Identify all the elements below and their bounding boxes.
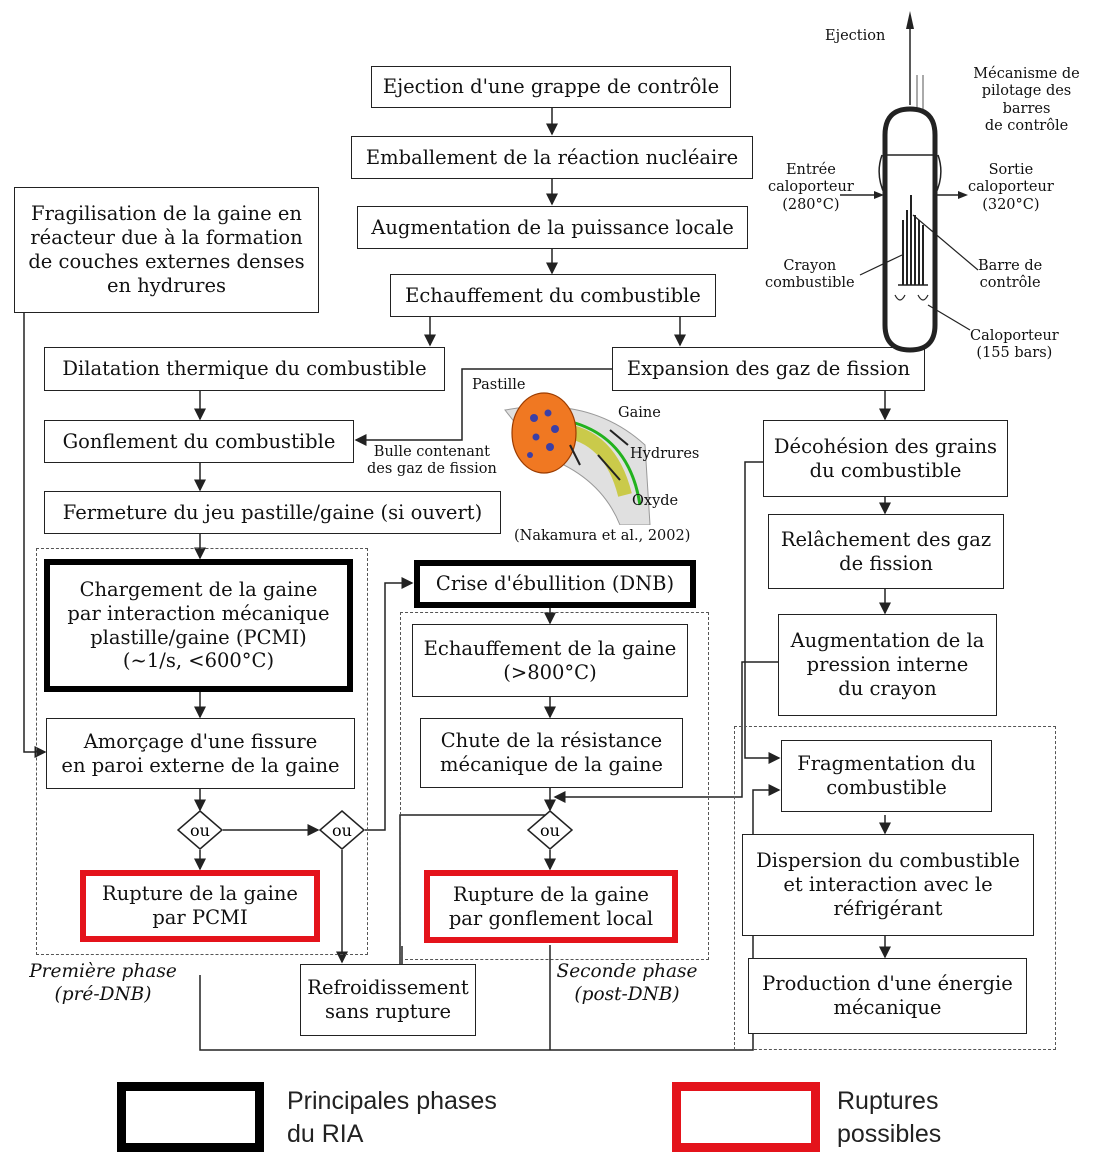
box-production-energie: Production d'une énergie mécanique bbox=[748, 958, 1027, 1034]
box-augmentation-puissance: Augmentation de la puissance locale bbox=[357, 206, 748, 249]
nakamura-source-label: (Nakamura et al., 2002) bbox=[514, 528, 691, 544]
box-relachement-gaz: Relâchement des gaz de fission bbox=[768, 514, 1004, 589]
first-phase-label: Première phase (pré-DNB) bbox=[29, 961, 177, 1006]
second-phase-label: Seconde phase (post-DNB) bbox=[556, 961, 698, 1006]
decision-ou-2: ou bbox=[319, 810, 365, 850]
mecanisme-label: Mécanisme de pilotage des barres de cont… bbox=[973, 66, 1080, 135]
decision-ou-3-label: ou bbox=[540, 821, 560, 840]
caloporteur-label: Caloporteur (155 bars) bbox=[970, 328, 1059, 362]
sortie-caloporteur-label: Sortie caloporteur (320°C) bbox=[968, 162, 1054, 213]
box-fermeture-jeu: Fermeture du jeu pastille/gaine (si ouve… bbox=[44, 491, 501, 534]
barre-controle-label: Barre de contrôle bbox=[978, 258, 1043, 292]
box-rupture-gonflement: Rupture de la gaine par gonflement local bbox=[424, 870, 678, 943]
legend-black-label: Principales phases du RIA bbox=[287, 1087, 497, 1148]
second-phase-region bbox=[400, 612, 709, 960]
entree-caloporteur-label: Entrée caloporteur (280°C) bbox=[768, 162, 854, 213]
box-chargement-pcmi: Chargement de la gaine par interaction m… bbox=[44, 559, 353, 692]
bulle-label: Bulle contenant des gaz de fission bbox=[367, 444, 497, 478]
ejection-label: Ejection bbox=[825, 28, 886, 44]
legend-red-label: Ruptures possibles bbox=[837, 1087, 942, 1148]
decision-ou-1: ou bbox=[177, 810, 223, 850]
hydrures-label: Hydrures bbox=[630, 446, 700, 462]
decision-ou-3: ou bbox=[527, 810, 573, 850]
box-fragilisation: Fragilisation de la gaine en réacteur du… bbox=[14, 187, 319, 313]
box-pression-interne: Augmentation de la pression interne du c… bbox=[778, 614, 997, 716]
box-refroidissement: Refroidissement sans rupture bbox=[300, 964, 476, 1036]
box-echauffement-gaine: Echauffement de la gaine (>800°C) bbox=[412, 624, 688, 697]
first-phase-region bbox=[36, 548, 368, 955]
box-emballement: Emballement de la réaction nucléaire bbox=[351, 136, 753, 179]
third-phase-region bbox=[734, 726, 1056, 1050]
box-echauffement-combustible: Echauffement du combustible bbox=[390, 274, 716, 317]
pastille-label: Pastille bbox=[472, 377, 526, 393]
box-ejection-grappe: Ejection d'une grappe de contrôle bbox=[371, 66, 731, 108]
crayon-combustible-label: Crayon combustible bbox=[765, 258, 855, 292]
decision-ou-1-label: ou bbox=[190, 821, 210, 840]
box-amorcage-fissure: Amorçage d'une fissure en paroi externe … bbox=[46, 718, 355, 789]
box-rupture-pcmi: Rupture de la gaine par PCMI bbox=[80, 870, 320, 942]
reactor-vessel-figure bbox=[840, 11, 979, 353]
box-dilatation: Dilatation thermique du combustible bbox=[44, 347, 445, 391]
box-gonflement: Gonflement du combustible bbox=[44, 420, 354, 463]
pellet-cladding-figure bbox=[504, 392, 651, 525]
box-dispersion: Dispersion du combustible et interaction… bbox=[742, 834, 1034, 936]
decision-ou-2-label: ou bbox=[332, 821, 352, 840]
box-decohesion: Décohésion des grains du combustible bbox=[763, 420, 1008, 497]
gaine-label: Gaine bbox=[618, 405, 661, 421]
box-expansion-gaz: Expansion des gaz de fission bbox=[612, 347, 925, 391]
oxyde-label: Oxyde bbox=[632, 493, 679, 509]
legend-black-swatch bbox=[117, 1082, 264, 1152]
legend-red-swatch bbox=[672, 1082, 820, 1152]
box-crise-ebullition: Crise d'ébullition (DNB) bbox=[414, 560, 696, 608]
box-fragmentation: Fragmentation du combustible bbox=[781, 740, 992, 812]
box-chute-resistance: Chute de la résistance mécanique de la g… bbox=[420, 718, 683, 788]
